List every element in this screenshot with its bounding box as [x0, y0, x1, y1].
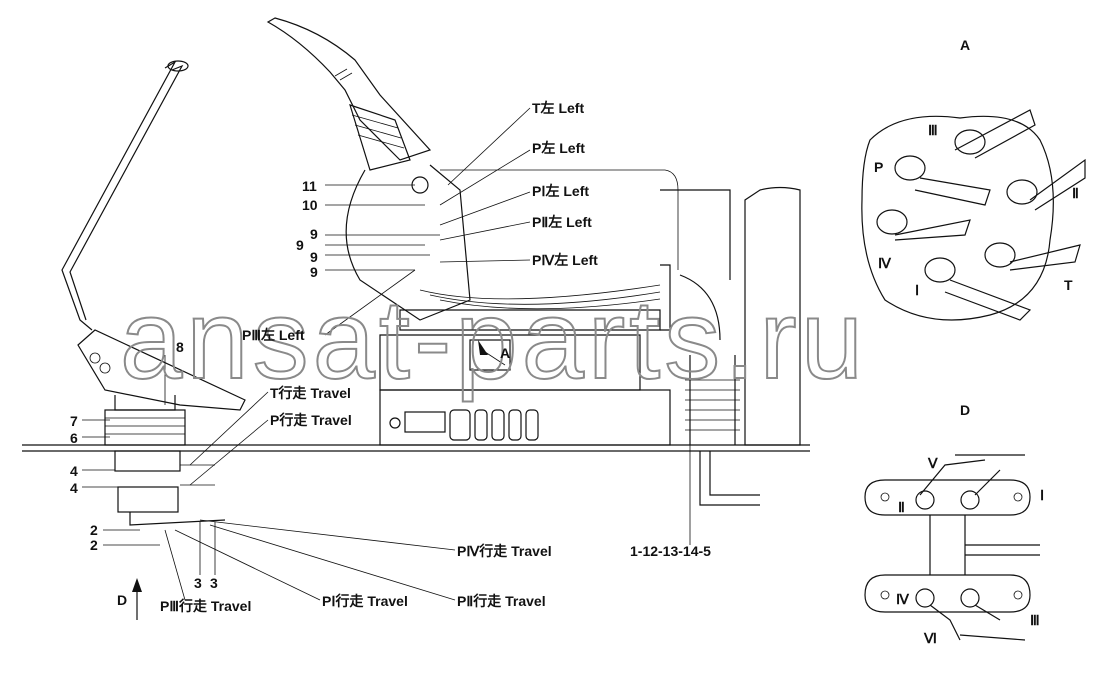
- label-4a: 4: [70, 463, 78, 479]
- travel-pedal: [61, 60, 246, 526]
- control-lever: [266, 17, 471, 321]
- port-i: Ⅰ: [915, 282, 919, 298]
- floor-plate: [22, 444, 810, 452]
- label-p-left: P左 Left: [532, 140, 585, 156]
- port-p: P: [874, 159, 883, 175]
- label-7: 7: [70, 413, 78, 429]
- port-d-iii: Ⅲ: [1030, 612, 1040, 628]
- port-ii: Ⅱ: [1072, 185, 1079, 201]
- port-d-v: Ⅴ: [927, 455, 938, 471]
- label-10: 10: [302, 197, 318, 213]
- port-d-vi: Ⅵ: [923, 630, 937, 646]
- watermark-text: ansat-parts.ru: [120, 277, 867, 402]
- label-assembly: 1-12-13-14-5: [630, 543, 711, 559]
- label-3a: 3: [194, 575, 202, 591]
- label-p4-travel: PⅣ行走 Travel: [457, 543, 552, 559]
- label-p1-left: PⅠ左 Left: [532, 183, 589, 199]
- view-a-arrow-label: A: [500, 345, 510, 361]
- label-2b: 2: [90, 537, 98, 553]
- label-p-travel: P行走 Travel: [270, 412, 352, 428]
- label-9a: 9: [310, 226, 318, 242]
- label-4b: 4: [70, 480, 78, 496]
- label-3b: 3: [210, 575, 218, 591]
- port-iii: Ⅲ: [928, 122, 938, 138]
- label-9b: 9: [296, 237, 304, 253]
- view-d-title: D: [960, 402, 970, 418]
- port-t: T: [1064, 277, 1073, 293]
- port-d-ii: Ⅱ: [898, 499, 905, 515]
- label-2a: 2: [90, 522, 98, 538]
- label-11: 11: [302, 178, 317, 194]
- label-6: 6: [70, 430, 78, 446]
- console-body: [379, 169, 801, 506]
- view-a-title: A: [960, 37, 970, 53]
- label-t-left: T左 Left: [532, 100, 584, 116]
- label-p2-left: PⅡ左 Left: [532, 214, 592, 230]
- label-p2-travel: PⅡ行走 Travel: [457, 593, 546, 609]
- label-9c: 9: [310, 249, 318, 265]
- label-p4-left: PⅣ左 Left: [532, 252, 598, 268]
- view-d-port-layout: [864, 454, 1040, 641]
- label-8: 8: [176, 339, 184, 355]
- port-d-iv: Ⅳ: [896, 591, 910, 607]
- leader-lines: [82, 107, 691, 620]
- label-9d: 9: [310, 264, 318, 280]
- port-iv: Ⅳ: [878, 255, 892, 271]
- view-d-arrow-label: D: [117, 592, 127, 608]
- label-p3-left: PⅢ左 Left: [242, 327, 305, 343]
- label-t-travel: T行走 Travel: [270, 385, 351, 401]
- label-p1-travel: PⅠ行走 Travel: [322, 593, 408, 609]
- port-d-i: Ⅰ: [1040, 487, 1044, 503]
- view-a-port-layout: [861, 109, 1086, 321]
- label-p3-travel: PⅢ行走 Travel: [160, 598, 251, 614]
